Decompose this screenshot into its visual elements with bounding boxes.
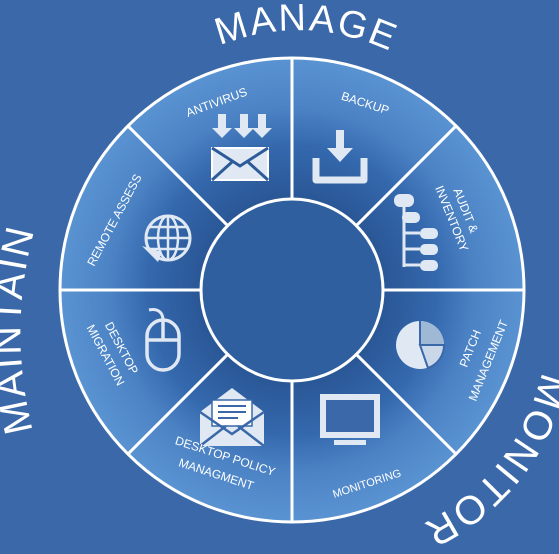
outer-label-maintain: MAINTAIN: [0, 221, 43, 438]
envelope-download-icon: [210, 114, 272, 182]
wheel-dividers: [60, 58, 524, 522]
wheel-divider-desktop-policy: [126, 352, 230, 456]
wheel-hub: [199, 197, 385, 383]
wheel-divider-remote-assess: [126, 124, 230, 228]
download-tray-icon: [312, 130, 368, 184]
wheel-divider-patch-management: [354, 352, 458, 456]
hierarchy-tree-icon: [394, 194, 438, 271]
outer-label-manage: MANAGE: [210, 0, 404, 60]
monitor-icon: [320, 394, 380, 445]
pie-chart-icon: [396, 321, 446, 370]
mouse-icon: [145, 308, 181, 372]
wheel-divider-backup: [354, 124, 458, 228]
globe-icon: [142, 214, 192, 262]
open-envelope-icon: [199, 388, 265, 447]
